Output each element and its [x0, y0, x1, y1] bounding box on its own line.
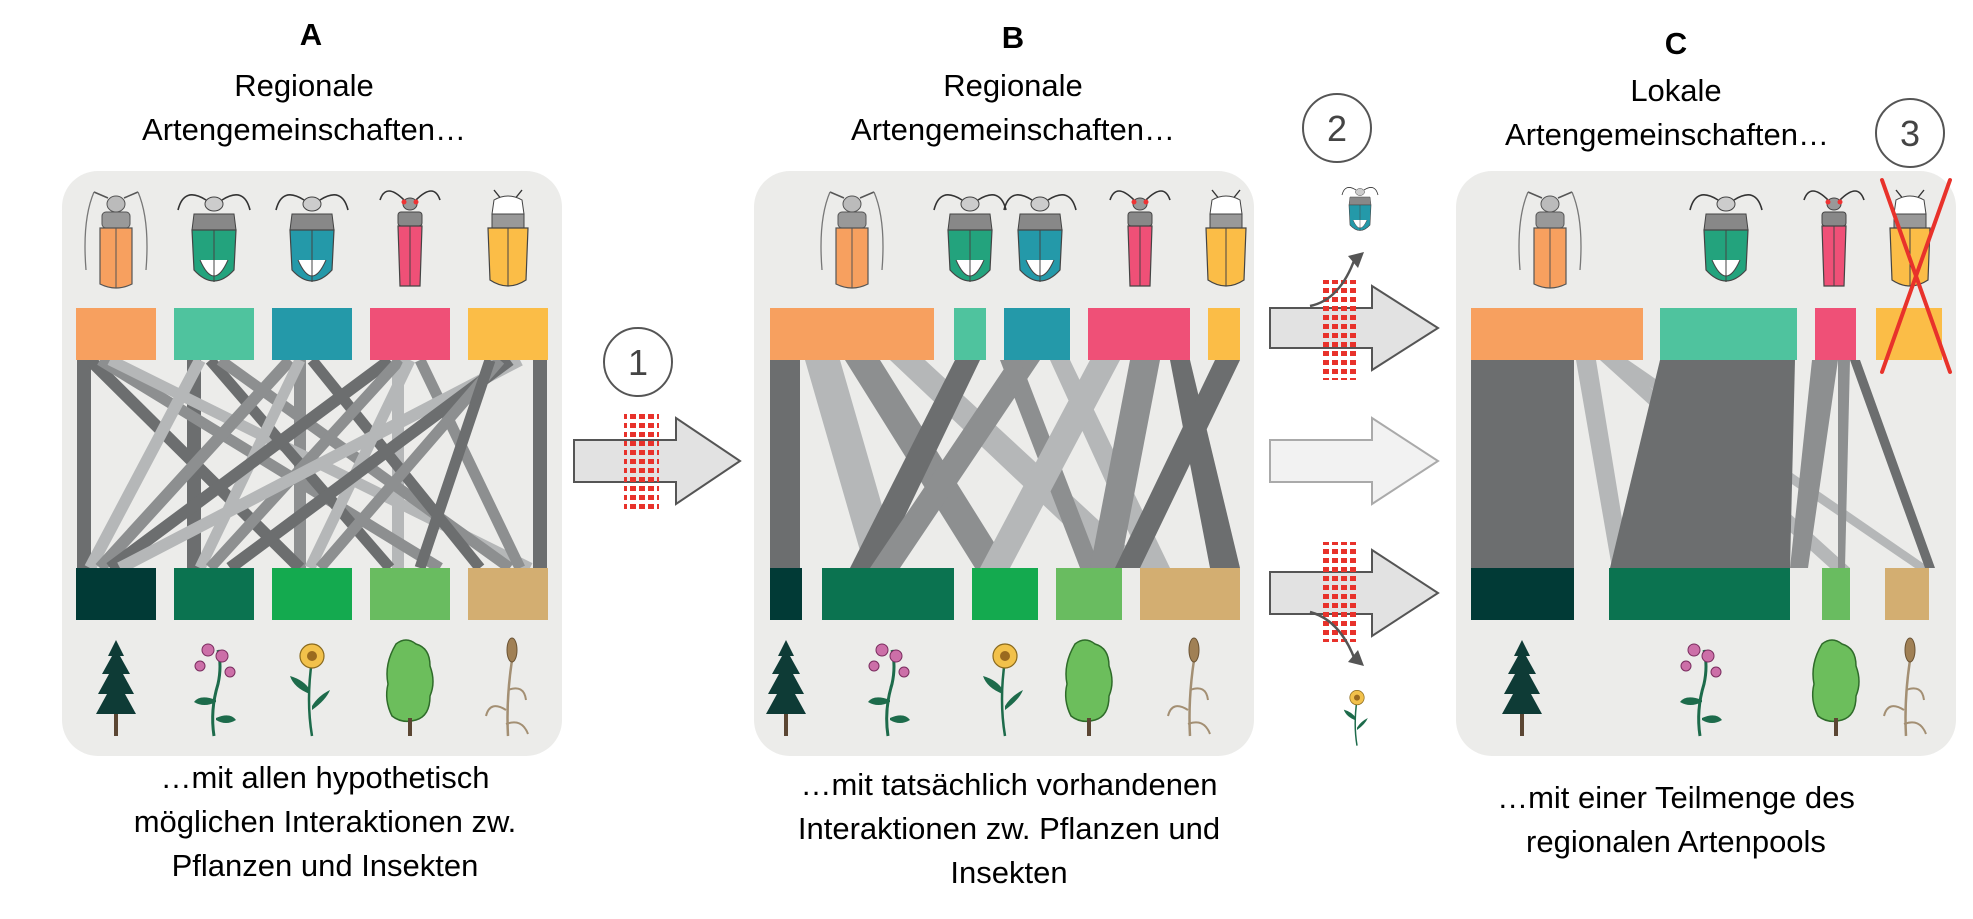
panel-c-caption-line-2: regionalen Artenpools: [1526, 824, 1826, 859]
panel-b-links: [770, 360, 1240, 568]
panel-b-title-line-1: Regionale: [943, 68, 1083, 103]
plant-box: [1822, 568, 1850, 620]
plant-box: [822, 568, 954, 620]
plant-box: [174, 568, 254, 620]
insect-box: [1660, 308, 1797, 360]
plant-box: [770, 568, 802, 620]
step-2-marker: 2: [1302, 93, 1372, 163]
insect-box: [1088, 308, 1190, 360]
panel-c-title-line-2: Artengemeinschaften…: [1505, 117, 1829, 152]
plant-box: [1140, 568, 1240, 620]
panel-a-caption-line-2: möglichen Interaktionen zw.: [134, 804, 517, 839]
panel-c-title-line-1: Lokale: [1630, 73, 1721, 108]
panel-a-letter: A: [300, 17, 322, 52]
panel-b-caption-line-1: …mit tatsächlich vorhandenen: [800, 767, 1217, 802]
removed-species-cross-icon: [1880, 178, 1952, 374]
panel-a-links: [77, 354, 547, 574]
emigrating-teal-bug-icon: [1341, 187, 1379, 232]
plant-box: [76, 568, 156, 620]
step-1-marker: 1: [603, 327, 673, 397]
step-1-label: 1: [628, 342, 648, 383]
yellow-beetle-icon: [1889, 189, 1931, 287]
insect-box: [1471, 308, 1643, 360]
plant-box: [972, 568, 1038, 620]
insect-box: [954, 308, 986, 360]
panel-a-insect-boxes: [76, 308, 548, 360]
panel-a-plant-boxes: [76, 568, 548, 620]
arrow-step-2-top: [1269, 252, 1440, 380]
panel-b-caption-line-3: Insekten: [950, 855, 1067, 890]
panel-b-insect-boxes: [770, 308, 1240, 360]
plant-box: [1056, 568, 1122, 620]
plant-box: [1471, 568, 1574, 620]
arrow-step-1: [573, 412, 742, 510]
plant-box: [272, 568, 352, 620]
panel-c-plant-boxes: [1471, 568, 1929, 620]
panel-b-title-line-2: Artengemeinschaften…: [851, 112, 1175, 147]
panel-b-plant-boxes: [770, 568, 1240, 620]
plant-box: [1885, 568, 1929, 620]
yellow-beetle-icon: [1205, 189, 1247, 287]
panel-a-caption-line-3: Pflanzen und Insekten: [172, 848, 479, 883]
insect-box: [770, 308, 934, 360]
step-3-label: 3: [1900, 113, 1920, 154]
arrow-step-2-middle: [1269, 416, 1440, 506]
plant-box: [468, 568, 548, 620]
insect-box: [1208, 308, 1240, 360]
panel-c-links: [1471, 360, 1935, 568]
panel-a-caption-line-1: …mit allen hypothetisch: [160, 760, 489, 795]
panel-c-caption-line-1: …mit einer Teilmenge des: [1497, 780, 1855, 815]
panel-a-title-line-1: Regionale: [234, 68, 374, 103]
step-3-marker: 3: [1875, 98, 1945, 168]
insect-box: [468, 308, 548, 360]
yellow-beetle-icon: [487, 189, 529, 287]
panel-a-title-line-2: Artengemeinschaften…: [142, 112, 466, 147]
step-2-label: 2: [1327, 108, 1347, 149]
plant-box: [370, 568, 450, 620]
panel-b-caption-line-2: Interaktionen zw. Pflanzen und: [798, 811, 1220, 846]
panel-c-letter: C: [1665, 26, 1687, 61]
insect-box: [370, 308, 450, 360]
insect-box: [174, 308, 254, 360]
panel-b-letter: B: [1002, 20, 1024, 55]
insect-box: [272, 308, 352, 360]
insect-box: [1815, 308, 1856, 360]
plant-box: [1609, 568, 1790, 620]
immigrating-yellow-flower-icon: [1343, 689, 1369, 747]
insect-box: [76, 308, 156, 360]
arrow-step-2-bottom: [1269, 542, 1440, 666]
insect-box: [1004, 308, 1070, 360]
